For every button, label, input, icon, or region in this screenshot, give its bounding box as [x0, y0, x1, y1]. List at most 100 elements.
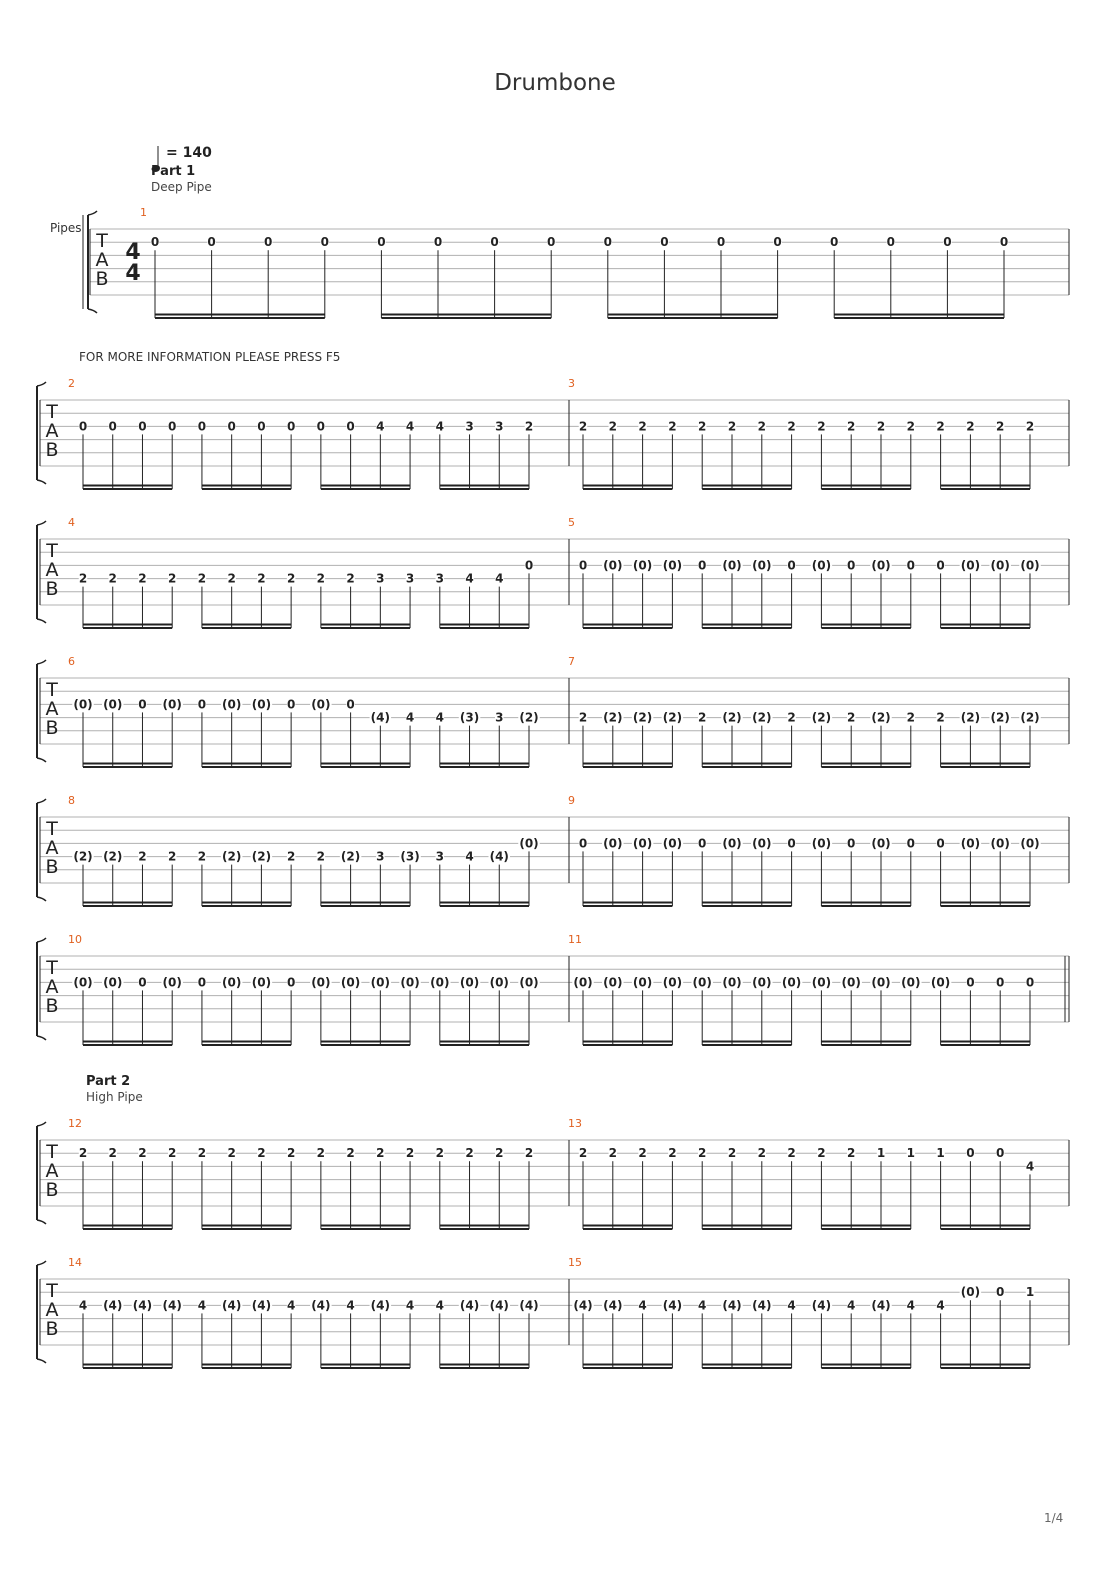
fret-number: (2) — [991, 711, 1010, 725]
fret-bg — [257, 1147, 266, 1160]
fret-bg — [316, 850, 326, 863]
fret-bg — [524, 1147, 534, 1160]
fret-number: (0) — [633, 558, 652, 572]
fret-number: 0 — [109, 419, 117, 433]
fret-bg — [870, 559, 892, 572]
fret-bg — [286, 976, 296, 989]
tab-clef-letter: A — [46, 698, 59, 720]
fret-bg — [697, 420, 707, 433]
fret-bg — [757, 1147, 767, 1160]
fret-bg — [405, 420, 415, 433]
system-bracket — [87, 210, 98, 216]
fret-number: (2) — [633, 711, 652, 725]
fret-number: 0 — [490, 235, 498, 249]
fret-bg — [751, 837, 773, 850]
fret-number: (0) — [961, 1285, 980, 1299]
fret-number: 2 — [198, 1146, 206, 1160]
fret-number: (0) — [252, 697, 271, 711]
fret-number: (2) — [812, 711, 831, 725]
fret-bg — [661, 559, 684, 572]
fret-number: (2) — [871, 711, 890, 725]
tab-clef-letter: T — [45, 679, 58, 701]
fret-bg — [876, 1147, 886, 1160]
measure-number: 6 — [68, 655, 75, 668]
fret-bg — [810, 559, 833, 572]
fret-bg — [668, 420, 677, 433]
fret-number: 4 — [406, 1298, 414, 1312]
fret-bg — [780, 976, 803, 989]
fret-bg — [810, 1299, 833, 1312]
system-bracket — [36, 1035, 47, 1041]
fret-bg — [1025, 1286, 1035, 1299]
measure-number: 7 — [568, 655, 575, 668]
fret-number: 2 — [525, 1146, 533, 1160]
fret-number: (0) — [603, 975, 622, 989]
fret-number: 0 — [198, 697, 206, 711]
fret-number: (0) — [103, 697, 122, 711]
fret-bg — [959, 837, 982, 850]
fret-bg — [78, 420, 88, 433]
fret-bg — [339, 976, 362, 989]
measure-number: 10 — [68, 933, 82, 946]
fret-number: 4 — [406, 711, 414, 725]
tab-clef-letter: T — [95, 230, 108, 252]
fret-bg — [578, 559, 588, 572]
fret-number: 2 — [227, 572, 235, 586]
fret-bg — [465, 572, 474, 585]
fret-number: (0) — [519, 975, 538, 989]
fret-bg — [668, 1147, 677, 1160]
fret-number: 0 — [434, 235, 442, 249]
fret-bg — [999, 236, 1009, 249]
fret-bg — [310, 976, 332, 989]
fret-number: 2 — [847, 711, 855, 725]
fret-bg — [578, 711, 588, 724]
fret-number: (0) — [371, 975, 390, 989]
fret-bg — [727, 1147, 737, 1160]
fret-number: (0) — [752, 975, 771, 989]
fret-number: 0 — [698, 558, 706, 572]
fret-bg — [721, 711, 743, 724]
fret-bg — [286, 572, 296, 585]
fret-number: (2) — [663, 711, 682, 725]
fret-number: 0 — [1000, 235, 1008, 249]
fret-number: 0 — [830, 235, 838, 249]
fret-bg — [161, 976, 183, 989]
fret-number: 0 — [1026, 975, 1034, 989]
fret-number: 2 — [138, 1146, 146, 1160]
fret-number: (2) — [103, 850, 122, 864]
fret-bg — [602, 1299, 624, 1312]
fret-number: (0) — [931, 975, 950, 989]
fret-bg — [1019, 559, 1041, 572]
fret-bg — [197, 850, 207, 863]
fret-bg — [906, 1147, 916, 1160]
fret-number: 2 — [609, 419, 617, 433]
fret-bg — [101, 1299, 124, 1312]
fret-number: (0) — [103, 975, 122, 989]
fret-number: (4) — [460, 1298, 479, 1312]
fret-number: 4 — [465, 572, 473, 586]
fret-number: (4) — [519, 1298, 538, 1312]
fret-bg — [787, 837, 796, 850]
tab-clef-letter: B — [45, 1318, 58, 1340]
fret-number: 2 — [936, 711, 944, 725]
fret-number: (0) — [1020, 836, 1039, 850]
fret-number: 4 — [1026, 1159, 1034, 1173]
measure-number: 5 — [568, 516, 575, 529]
system-bracket — [36, 1219, 47, 1225]
fret-bg — [78, 572, 88, 585]
fret-bg — [870, 711, 892, 724]
fret-number: 2 — [376, 1146, 384, 1160]
fret-number: 3 — [495, 711, 503, 725]
system-bracket — [36, 1358, 47, 1364]
fret-bg — [310, 1299, 332, 1312]
fret-number: 2 — [257, 572, 265, 586]
fret-number: 2 — [168, 850, 176, 864]
fret-bg — [846, 1299, 856, 1312]
fret-number: 2 — [847, 1146, 855, 1160]
fret-number: 0 — [346, 419, 354, 433]
fret-bg — [197, 1147, 207, 1160]
fret-bg — [840, 976, 862, 989]
fret-bg — [631, 559, 654, 572]
fret-bg — [966, 420, 975, 433]
fret-bg — [773, 236, 782, 249]
